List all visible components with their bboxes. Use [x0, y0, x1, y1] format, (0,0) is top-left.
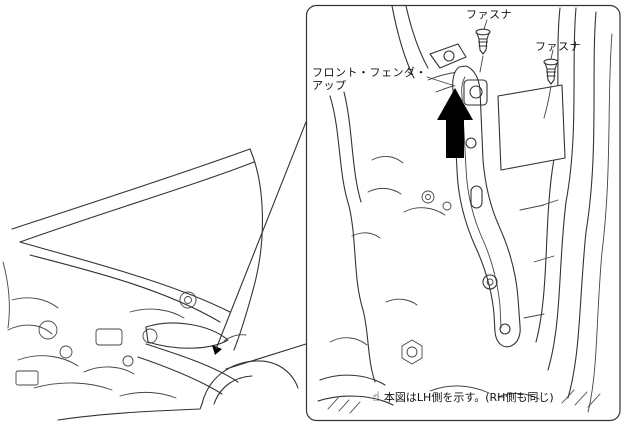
note-text: 本図はLH側を示す。(RH側も同じ): [383, 391, 554, 404]
seal-sheet: [497, 84, 566, 171]
fender-protector-part: [452, 65, 545, 348]
car-drawing: [2, 148, 299, 421]
removal-arrow-up: [437, 88, 473, 158]
fender-panel-section: [523, 7, 613, 413]
label-part-name: フロント・フェンダ・ アップ: [312, 66, 427, 92]
label-fastener-right: ファスナ: [535, 40, 581, 53]
label-fastener-top: ファスナ: [466, 8, 512, 21]
callout-connector-lines: [215, 121, 307, 370]
bottom-structure: [317, 374, 601, 414]
inner-structure: [329, 91, 452, 383]
part-name-line2: アップ: [312, 79, 347, 92]
leader-lines: [426, 19, 554, 119]
pointing-hand-icon: ☝: [372, 389, 380, 405]
detail-location-mark: [212, 345, 222, 355]
part-name-line1: フロント・フェンダ・: [312, 66, 427, 79]
callout-drawing: [317, 5, 613, 414]
figure-note: ☝ 本図はLH側を示す。(RH側も同じ): [372, 389, 554, 405]
